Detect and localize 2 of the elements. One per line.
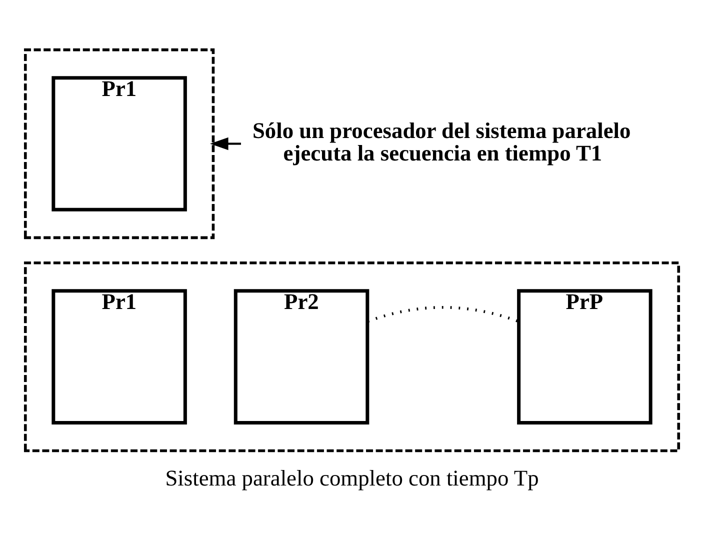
node-text: Sólo un procesador del sistema paralelo ejecuta la secuencia en tiempo T1 [252,117,631,165]
caption: Sistema paralelo completo con tiempo Tp [165,464,539,490]
